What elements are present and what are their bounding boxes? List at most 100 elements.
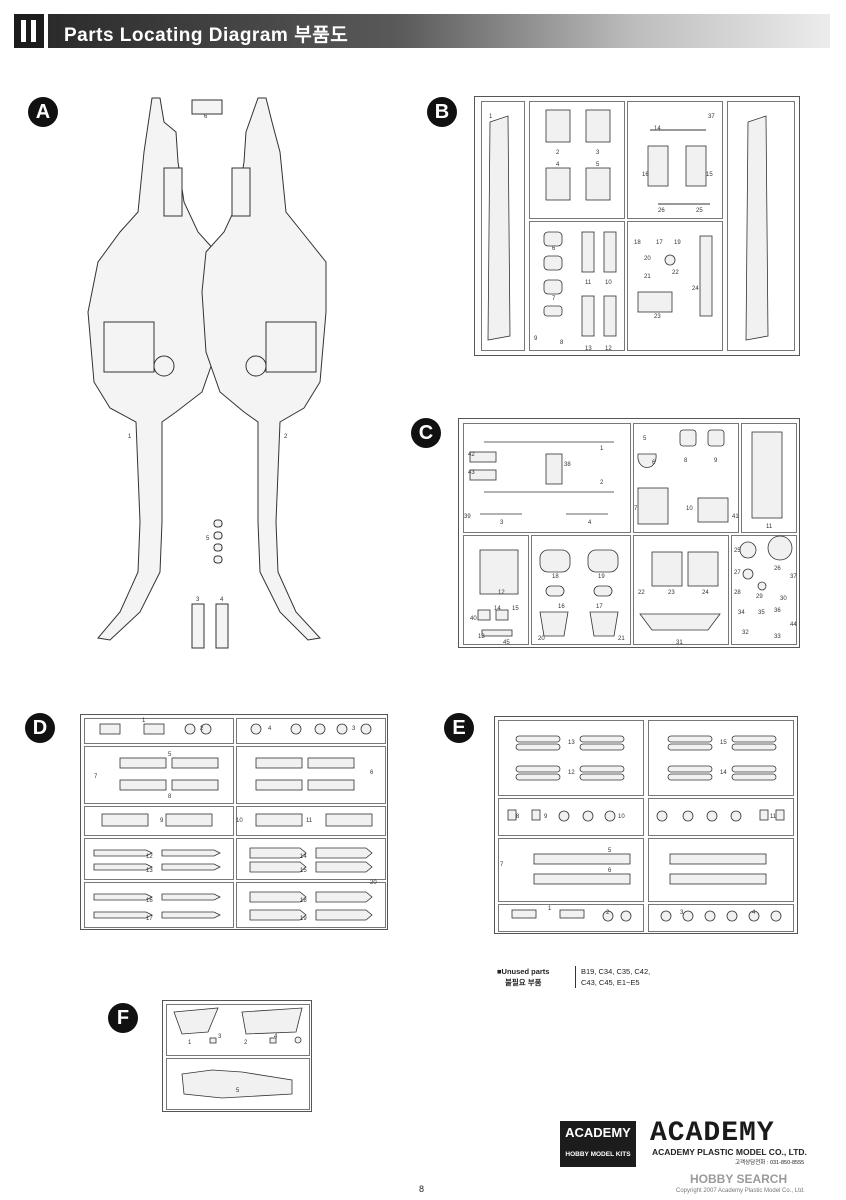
label-b11: 11 (585, 280, 592, 286)
section-letter-c: C (411, 418, 441, 448)
header-title-bar (48, 14, 830, 48)
academy-logo-box: ACADEMY HOBBY MODEL KITS (560, 1121, 636, 1167)
unused-parts-list: B19, C34, C35, C42, C43, C45, E1~E5 (575, 966, 695, 988)
unused-label-kr: 불필요 부품 (505, 978, 542, 987)
unused-parts-line1: B19, C34, C35, C42, (581, 967, 651, 976)
label-d1: 1 (142, 718, 146, 724)
label-d8: 8 (168, 794, 172, 800)
label-e10: 10 (618, 814, 625, 820)
label-d15: 15 (300, 868, 307, 874)
label-b6: 6 (552, 246, 556, 252)
label-c18: 18 (552, 574, 559, 580)
label-e7: 7 (500, 862, 504, 868)
runner-e-cell-5 (498, 838, 644, 902)
label-b22: 22 (672, 270, 679, 276)
label-c7: 7 (634, 506, 638, 512)
label-c44: 44 (790, 622, 797, 628)
label-c16: 16 (558, 604, 565, 610)
academy-company: ACADEMY PLASTIC MODEL CO., LTD. (652, 1147, 807, 1157)
label-c11: 11 (766, 524, 773, 530)
label-b26: 26 (658, 208, 665, 214)
label-d9: 9 (160, 818, 164, 824)
label-c15: 15 (512, 606, 519, 612)
label-d2: 2 (200, 726, 204, 732)
label-c39: 39 (464, 514, 471, 520)
runner-d-cell-4 (236, 746, 386, 804)
label-a3: 3 (196, 597, 200, 603)
label-b12: 12 (605, 346, 612, 352)
label-c37: 37 (790, 574, 797, 580)
label-c10: 10 (686, 506, 693, 512)
label-c4: 4 (588, 520, 592, 526)
label-a1: 1 (128, 434, 132, 440)
runner-d-parts (93, 723, 373, 921)
label-e11: 11 (770, 814, 777, 820)
label-d11: 11 (306, 818, 313, 824)
label-c41: 41 (732, 514, 739, 520)
label-d7: 7 (94, 774, 98, 780)
hobby-search-watermark: HOBBY SEARCH (690, 1172, 788, 1186)
label-c5: 5 (643, 436, 647, 442)
label-e1: 1 (548, 906, 552, 912)
label-d14: 14 (300, 854, 307, 860)
label-c25: 25 (734, 548, 741, 554)
label-c9: 9 (714, 458, 718, 464)
label-d18: 18 (300, 898, 307, 904)
label-c3: 3 (500, 520, 504, 526)
runner-e-cell-8 (648, 904, 794, 932)
label-b37: 37 (708, 114, 715, 120)
label-b16: 16 (642, 172, 649, 178)
section-letter-f: F (108, 1003, 138, 1033)
unused-square-icon: ■ (497, 967, 502, 976)
label-a5: 5 (206, 536, 210, 542)
label-f1: 1 (188, 1040, 192, 1046)
label-b17: 17 (656, 240, 663, 246)
label-c35: 35 (758, 610, 765, 616)
label-c23: 23 (668, 590, 675, 596)
label-d6: 6 (370, 770, 374, 776)
label-d5: 5 (168, 752, 172, 758)
runner-e-cell-1 (498, 720, 644, 796)
label-c21: 21 (618, 636, 625, 642)
runner-b-parts (487, 109, 769, 341)
label-d3: 3 (352, 726, 356, 732)
label-c22: 22 (638, 590, 645, 596)
label-b3: 3 (596, 150, 600, 156)
label-c30: 30 (780, 596, 787, 602)
label-c40: 40 (470, 616, 477, 622)
label-a6: 6 (204, 114, 208, 120)
label-e14: 14 (720, 770, 727, 776)
label-b2: 2 (556, 150, 560, 156)
runner-b-cell-2 (627, 101, 723, 219)
runner-f-parts (173, 1007, 303, 1099)
label-d19: 19 (300, 916, 307, 922)
section-letter-b: B (427, 97, 457, 127)
section-letter-a: A (28, 97, 58, 127)
label-c31: 31 (676, 640, 683, 646)
label-c14: 14 (494, 606, 501, 612)
label-c28: 28 (734, 590, 741, 596)
label-c43: 43 (468, 470, 475, 476)
page-number: 8 (419, 1184, 425, 1194)
runner-e-parts (507, 735, 785, 922)
label-b13: 13 (585, 346, 592, 352)
label-d4: 4 (268, 726, 272, 732)
label-a4: 4 (220, 597, 224, 603)
label-c20: 20 (538, 636, 545, 642)
label-b20: 20 (644, 256, 651, 262)
section-letter-d: D (25, 713, 55, 743)
label-e12: 12 (568, 770, 575, 776)
runner-e (494, 716, 798, 934)
label-b21: 21 (644, 274, 651, 280)
label-b1: 1 (489, 114, 493, 120)
label-c8: 8 (684, 458, 688, 464)
label-d10: 10 (236, 818, 243, 824)
logo-box-title: ACADEMY (565, 1125, 631, 1140)
label-c29: 29 (756, 594, 763, 600)
label-d12: 12 (146, 854, 153, 860)
label-b5: 5 (596, 162, 600, 168)
label-e15: 15 (720, 740, 727, 746)
label-b9: 9 (534, 336, 538, 342)
runner-e-cell-4 (648, 798, 794, 836)
